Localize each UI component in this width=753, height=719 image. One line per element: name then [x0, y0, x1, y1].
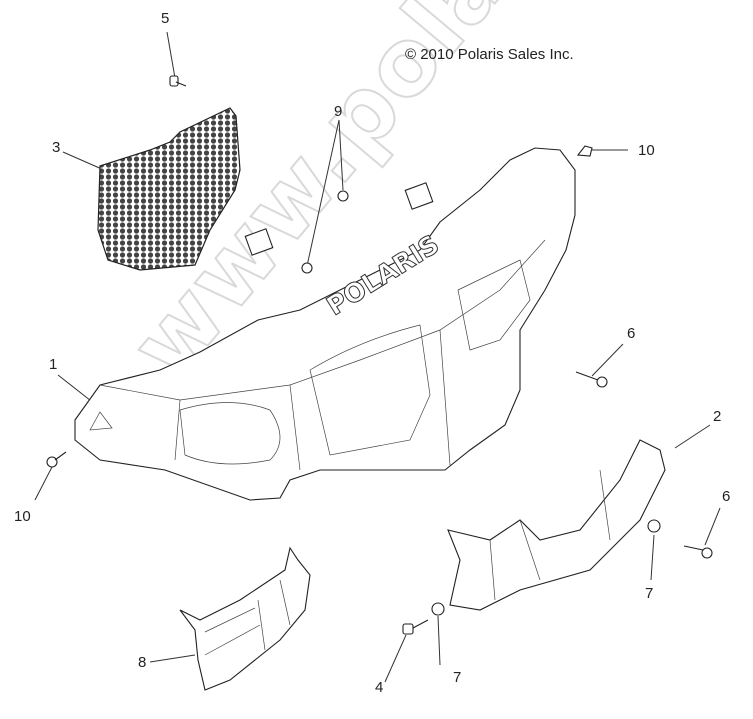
- callout-6-upper: 6: [627, 325, 636, 342]
- push-rivet-10b-icon: [46, 451, 67, 468]
- callout-4: 4: [375, 679, 384, 696]
- callout-9: 9: [334, 103, 343, 120]
- screw-4-icon: [402, 619, 429, 635]
- bolt-6a-icon: [575, 371, 608, 388]
- callout-7-lower: 7: [453, 669, 462, 686]
- callout-7-right: 7: [645, 585, 654, 602]
- mesh-grille-3-icon: [97, 107, 241, 271]
- washer-7a-icon: [647, 519, 661, 533]
- lower-bracket-2-icon: [447, 439, 666, 611]
- nut-9a-icon: [337, 190, 349, 202]
- nut-9b-icon: [301, 262, 313, 274]
- push-rivet-10a-icon: [576, 145, 593, 157]
- callout-10-left: 10: [14, 508, 31, 525]
- callout-8: 8: [138, 654, 147, 671]
- callout-1: 1: [49, 356, 58, 373]
- washer-7b-icon: [431, 602, 445, 616]
- side-vent-8-icon: [179, 546, 311, 691]
- bolt-6b-icon: [683, 545, 713, 559]
- screw-5-icon: [169, 75, 187, 87]
- callout-2: 2: [713, 408, 722, 425]
- callout-10-right: 10: [638, 142, 655, 159]
- callout-5: 5: [161, 10, 170, 27]
- callout-3: 3: [52, 139, 61, 156]
- callout-6-lower: 6: [722, 488, 731, 505]
- copyright-notice: © 2010 Polaris Sales Inc.: [405, 46, 574, 63]
